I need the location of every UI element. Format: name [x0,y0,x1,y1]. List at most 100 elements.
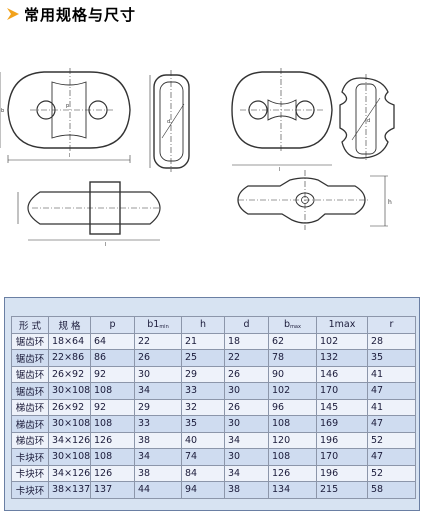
table-cell: 22×86 [48,349,91,367]
table-cell: 47 [367,448,416,466]
table-cell: 锯齿环 [11,382,49,400]
table-cell: 梯齿环 [11,415,49,433]
dim-label-l2: l [105,242,106,248]
table-cell: 102 [268,382,317,400]
table-cell: 120 [268,431,317,449]
table-cell: 锯齿环 [11,365,49,383]
column-header-subscript: min [159,324,169,331]
table-cell: 47 [367,382,416,400]
table-cell: 92 [90,365,135,383]
table-cell: 38 [134,464,182,482]
table-cell: 58 [367,481,416,499]
table-cell: 锯齿环 [11,332,49,350]
dim-label-d2: d [367,118,370,124]
column-header-subscript: max [290,324,301,331]
table-cell: 34×126 [48,431,91,449]
column-header-label: 规 格 [58,320,81,332]
table-cell: 梯齿环 [11,398,49,416]
dim-label-p: p [66,103,69,109]
link-front-view-right: l [231,68,333,173]
table-cell: 52 [367,464,416,482]
column-header-label: b1 [147,319,160,331]
dim-label-d: d [167,119,170,125]
table-cell: 34 [134,448,182,466]
table-cell: 196 [316,464,368,482]
table-cell: 38 [224,481,269,499]
arrow-right-icon [7,8,19,20]
column-header: 规 格 [48,316,91,334]
link-side-view-left: d [149,70,190,172]
table-cell: 26×92 [48,365,91,383]
table-cell: 35 [181,415,225,433]
link-front-view-left: l p b [0,68,131,163]
table-cell: 137 [90,481,135,499]
table-cell: 34 [224,464,269,482]
table-cell: 26 [134,349,182,367]
table-cell: 30 [224,382,269,400]
column-header: r [367,316,416,334]
table-cell: 94 [181,481,225,499]
table-cell: 34×126 [48,464,91,482]
table-cell: 26 [224,398,269,416]
dim-label-h: h [388,199,392,206]
technical-drawings: l p b d l l d [0,68,395,248]
table-cell: 64 [90,332,135,350]
table-cell: 22 [134,332,182,350]
table-cell: 62 [268,332,317,350]
table-cell: 84 [181,464,225,482]
table-cell: 卡块环 [11,448,49,466]
table-cell: 108 [268,448,317,466]
table-cell: 33 [181,382,225,400]
table-cell: 47 [367,415,416,433]
table-cell: 108 [90,448,135,466]
table-cell: 126 [268,464,317,482]
table-cell: 30 [224,448,269,466]
column-header-label: 形 式 [18,320,42,332]
table-cell: 38 [134,431,182,449]
table-cell: 18×64 [48,332,91,350]
column-header: 形 式 [11,316,49,334]
table-cell: 30 [224,415,269,433]
table-cell: 34 [224,431,269,449]
dim-label-l3: l [279,167,280,173]
column-header: bmax [268,316,317,334]
table-cell: 126 [90,464,135,482]
link-top-view-right: h [237,170,392,230]
table-cell: 41 [367,365,416,383]
table-cell: 卡块环 [11,464,49,482]
link-side-view-right: d [339,74,395,162]
table-cell: 34 [134,382,182,400]
table-cell: 170 [316,448,368,466]
table-cell: 35 [367,349,416,367]
column-header-label: r [389,319,394,331]
table-cell: 29 [134,398,182,416]
table-cell: 78 [268,349,317,367]
table-cell: 132 [316,349,368,367]
table-cell: 29 [181,365,225,383]
table-cell: 126 [90,431,135,449]
table-cell: 108 [90,415,135,433]
table-cell: 26 [224,365,269,383]
column-header: 1max [316,316,368,334]
table-cell: 32 [181,398,225,416]
table-cell: 102 [316,332,368,350]
table-cell: 30×108 [48,448,91,466]
table-cell: 215 [316,481,368,499]
dim-label-l: l [69,153,70,159]
table-cell: 90 [268,365,317,383]
table-cell: 26×92 [48,398,91,416]
table-cell: 74 [181,448,225,466]
link-top-view-left: l [17,181,161,248]
